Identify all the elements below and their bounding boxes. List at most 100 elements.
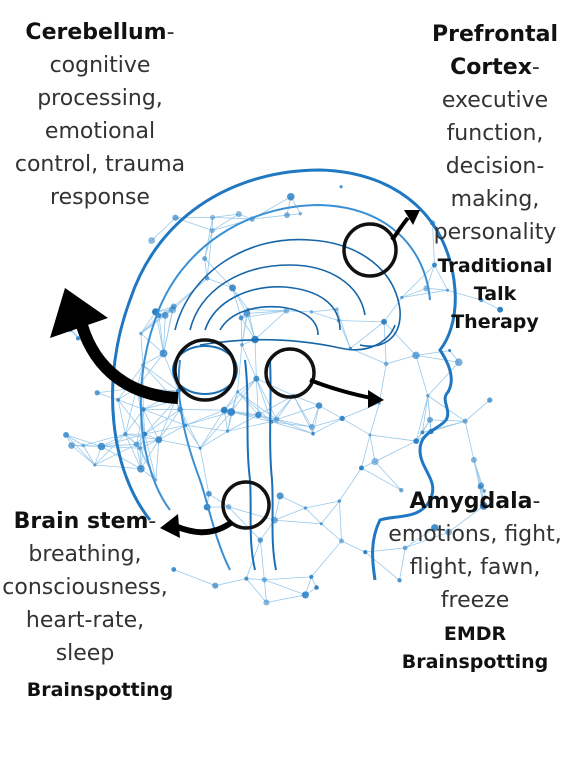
network-link [101, 433, 126, 447]
network-node [400, 295, 404, 300]
network-link [163, 315, 166, 354]
network-link [155, 311, 164, 354]
network-node [426, 394, 430, 398]
network-node [479, 297, 484, 303]
network-link [404, 531, 449, 549]
network-link [142, 409, 160, 440]
network-link [276, 419, 314, 435]
network-link [241, 344, 257, 379]
network-node [243, 309, 251, 317]
network-node [240, 343, 244, 347]
brainstem-desc-line: breathing, [28, 542, 142, 567]
network-node [497, 306, 504, 313]
network-link [427, 395, 431, 420]
network-link [350, 321, 385, 349]
network-link [311, 311, 339, 321]
network-link [350, 348, 387, 365]
network-link [266, 594, 306, 603]
network-link [274, 495, 281, 521]
network-link [199, 430, 228, 449]
network-node [298, 212, 303, 216]
network-node [141, 407, 146, 412]
network-link [426, 287, 448, 291]
network-link [206, 277, 233, 289]
network-link [401, 289, 448, 298]
network-link [82, 445, 96, 466]
network-node [225, 504, 232, 510]
cerebellum-desc-line: emotional [44, 119, 156, 144]
prefrontal-desc-line: personality [433, 220, 557, 245]
network-node [133, 441, 140, 448]
network-link [101, 446, 141, 449]
network-node [75, 336, 80, 341]
network-link [401, 264, 435, 298]
network-node [235, 390, 240, 394]
network-node [309, 310, 314, 314]
network-link [404, 527, 435, 549]
network-link [279, 495, 306, 509]
network-link [321, 523, 342, 542]
network-link [312, 405, 320, 434]
network-link [136, 409, 144, 445]
network-link [473, 459, 485, 506]
network-node [487, 397, 493, 403]
network-link [399, 547, 406, 581]
network-link [369, 402, 380, 436]
network-node [339, 415, 345, 422]
network-link [378, 363, 387, 404]
network-link [361, 467, 402, 491]
network-node [413, 438, 420, 444]
network-link [311, 418, 343, 428]
prefrontal-therapy: Traditional Talk Therapy [437, 255, 553, 333]
network-link [94, 433, 126, 466]
network-link [374, 461, 402, 491]
amygdala-arrow [309, 378, 373, 400]
network-node [68, 442, 75, 449]
network-link [212, 213, 239, 218]
network-node [287, 192, 295, 201]
network-node [448, 349, 452, 353]
network-link [415, 350, 450, 356]
network-node [455, 358, 463, 367]
network-link [144, 424, 186, 435]
brainstem-therapy: Brainspotting [26, 679, 174, 701]
network-node [479, 501, 488, 510]
network-link [185, 411, 232, 426]
cerebellum-desc-line: control, trauma [14, 152, 186, 177]
network-link [305, 500, 340, 509]
network-node [283, 307, 290, 314]
network-link [158, 315, 164, 354]
network-node [253, 375, 260, 382]
network-node [257, 537, 264, 543]
network-node [168, 306, 177, 314]
network-node [123, 432, 128, 437]
network-link [252, 214, 288, 220]
network-node [172, 214, 179, 221]
network-node [303, 506, 308, 510]
network-node [462, 418, 468, 424]
network-link [140, 333, 144, 366]
prefrontal-desc-line: executive [441, 88, 549, 113]
brainstem-desc-line: sleep [55, 641, 115, 666]
network-node [276, 492, 284, 500]
network-link [448, 505, 484, 533]
network-link [276, 405, 320, 420]
network-link [204, 258, 233, 289]
network-link [97, 392, 119, 401]
network-node [137, 446, 143, 451]
network-link [256, 378, 277, 420]
network-link [71, 445, 96, 466]
network-link [117, 399, 126, 435]
network-node [477, 482, 485, 489]
network-link [71, 445, 102, 447]
network-link [83, 433, 126, 446]
network-link [374, 440, 417, 462]
network-node [171, 567, 177, 572]
network-link [142, 353, 164, 366]
network-node [273, 416, 280, 423]
brainstem-marker [221, 480, 271, 530]
network-link [336, 309, 351, 349]
network-node [339, 538, 344, 544]
network-node [137, 464, 145, 473]
network-link [271, 421, 312, 428]
